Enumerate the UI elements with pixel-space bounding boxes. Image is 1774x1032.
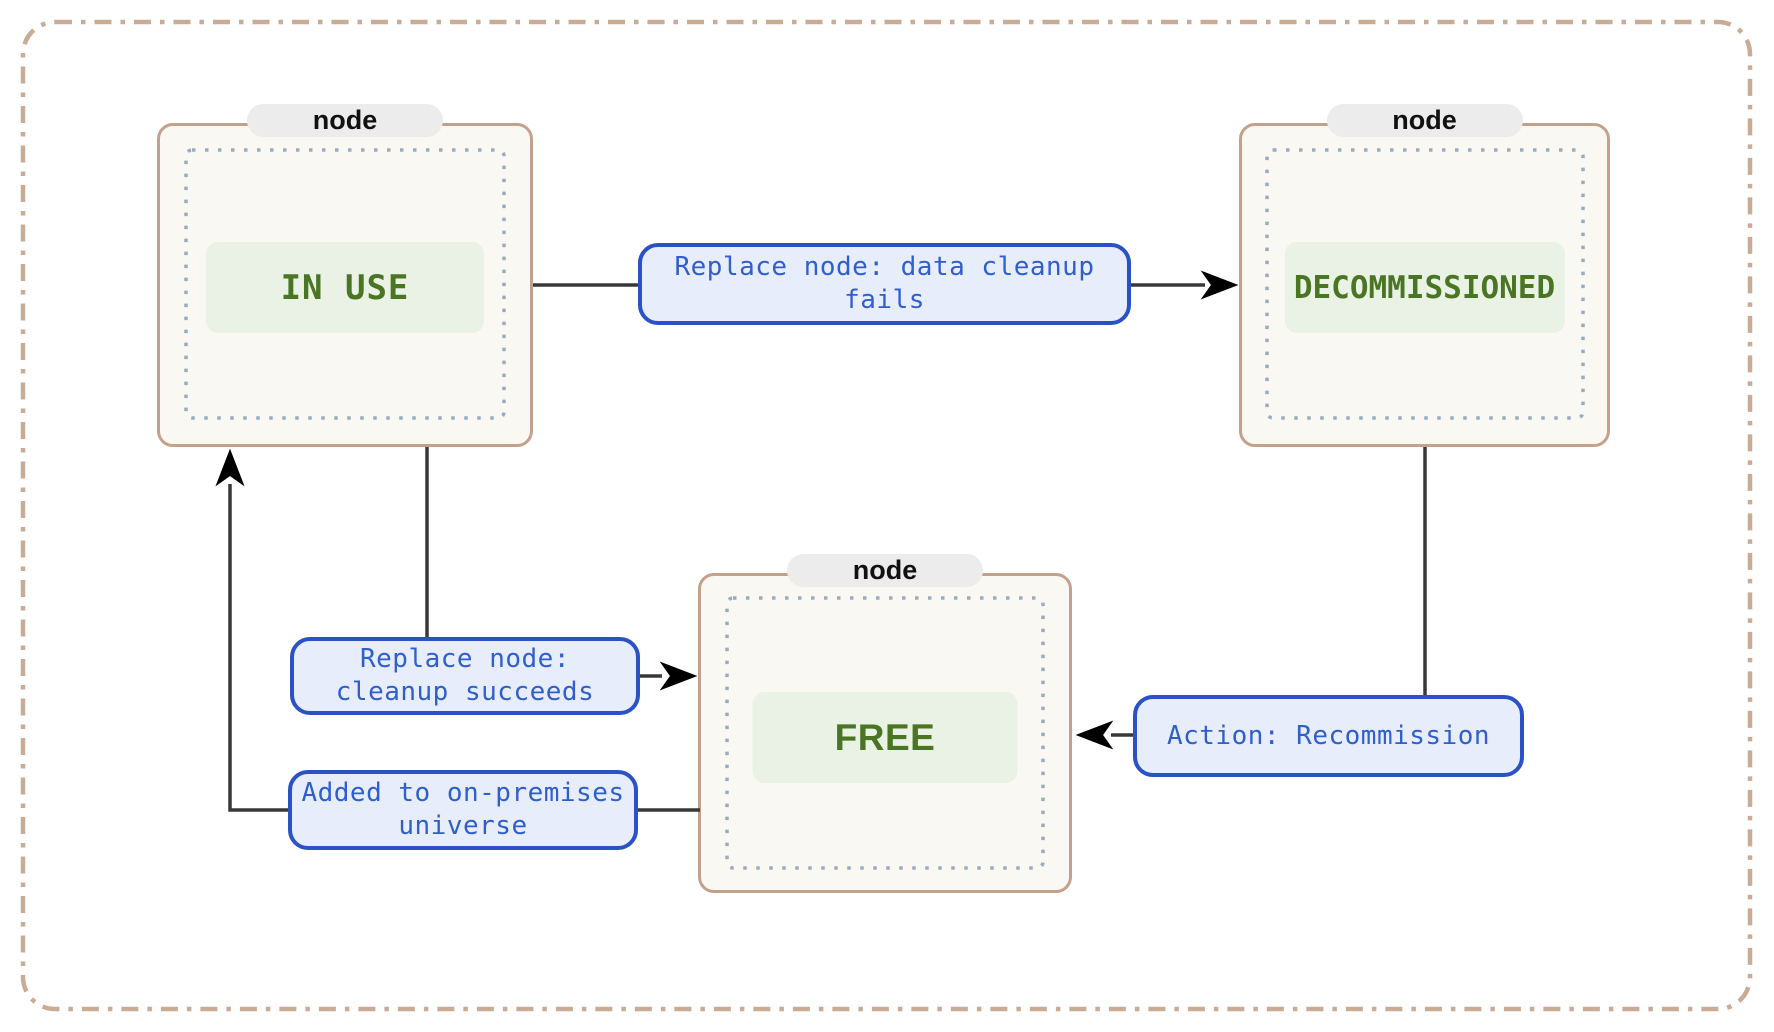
edge-label-action-recommission: Action: Recommission — [1133, 695, 1524, 777]
state-pill-free: FREE — [752, 692, 1018, 783]
edge-label-replace-node-cleanup-succeeds: Replace node: cleanup succeeds — [290, 637, 640, 715]
state-node-in-use: node IN USE — [157, 104, 533, 447]
node-tab-label: node — [1392, 105, 1457, 135]
node-tab: node — [1326, 104, 1523, 137]
arrowhead-left-icon — [1075, 720, 1114, 750]
arrowhead-up-icon — [215, 448, 245, 487]
state-pill-decommissioned: DECOMMISSIONED — [1284, 242, 1565, 333]
arrowhead-right-icon — [659, 661, 698, 691]
state-pill-in-use: IN USE — [206, 242, 484, 333]
edge-label-added-to-on-premises-universe: Added to on-premises universe — [288, 770, 638, 850]
node-tab: node — [247, 104, 443, 137]
edge-label-replace-node-data-cleanup-fails: Replace node: data cleanup fails — [638, 243, 1131, 325]
state-label-in-use: IN USE — [280, 267, 410, 308]
state-label-decommissioned: DECOMMISSIONED — [1293, 269, 1556, 306]
node-tab: node — [787, 554, 983, 587]
arrowhead-right-icon — [1200, 270, 1239, 300]
node-tab-label: node — [312, 105, 378, 135]
state-label-free: FREE — [834, 716, 936, 758]
edge-line-decommissioned-to-free — [1111, 447, 1427, 737]
state-node-free: node FREE — [698, 554, 1072, 893]
state-node-decommissioned: node DECOMMISSIONED — [1239, 104, 1610, 447]
node-tab-label: node — [852, 555, 918, 585]
